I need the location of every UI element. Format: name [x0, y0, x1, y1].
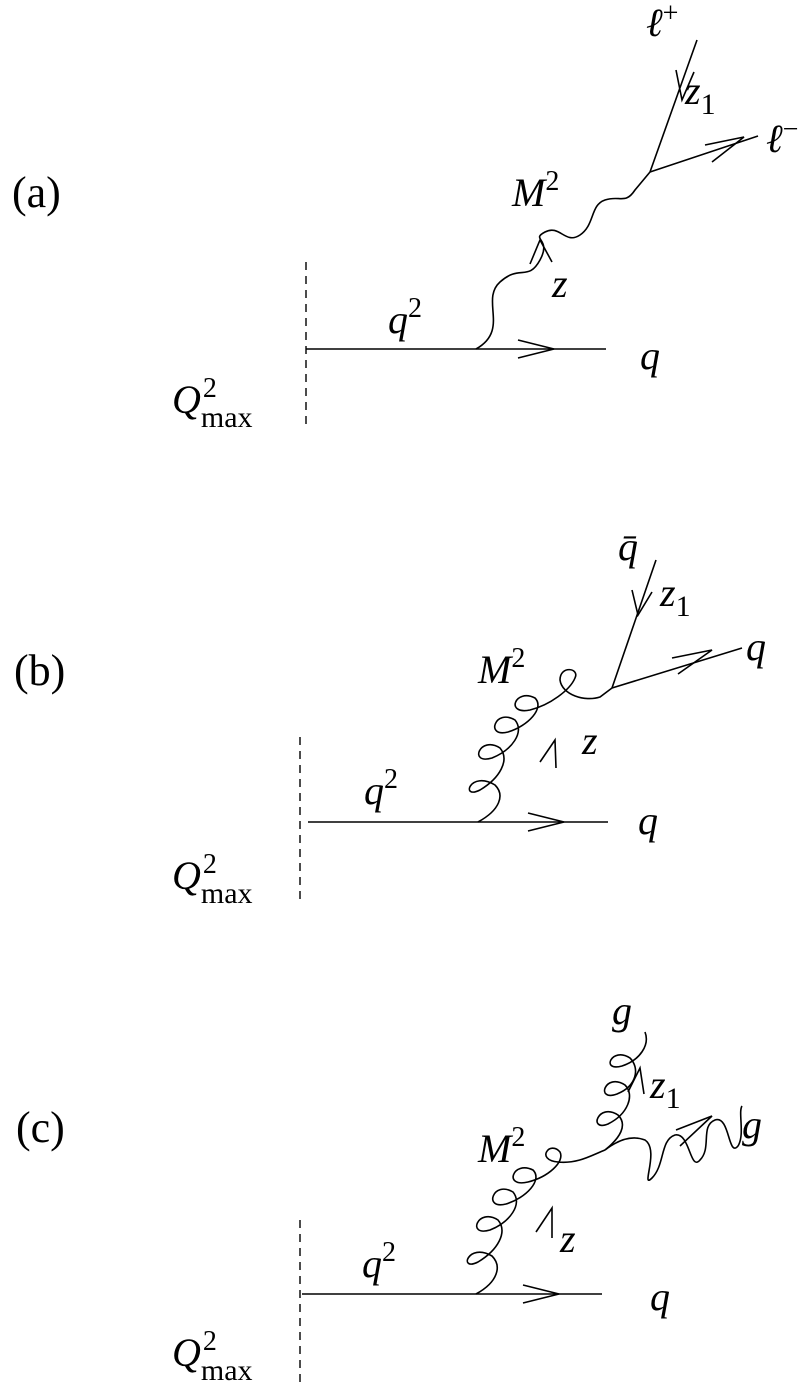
panel-c-gluon2-arrow — [675, 1115, 713, 1147]
panel-c-gluon1-arrow — [627, 1065, 645, 1095]
panel-c-gluon1-line — [596, 1031, 647, 1151]
panel-a-quark-arrow — [517, 339, 555, 359]
panel-c-gluon-arrow — [535, 1205, 553, 1238]
panel-a-q2-label: q2 — [388, 293, 422, 342]
panel-c-gluon2-line — [604, 1105, 743, 1181]
panel-b-quark-arrow — [527, 812, 565, 832]
panel-c-gluon2-label: g — [742, 1102, 762, 1147]
panel-a-M2-label: M2 — [511, 166, 559, 215]
panel-c-M2-label: M2 — [477, 1122, 525, 1171]
panel-c-quark-arrow — [522, 1284, 560, 1304]
panel-c-label: (c) — [16, 1103, 65, 1152]
panel-b-label: (b) — [14, 646, 65, 695]
panel-b-z1-label: z1 — [659, 570, 691, 623]
panel-b-gluon-arrow — [539, 737, 557, 769]
panel-b-antiquark-label: q̄ — [618, 524, 638, 569]
panel-b-q2-label: q2 — [364, 764, 398, 813]
panel-a-photon-arrow — [529, 238, 553, 265]
panel-c-quark-label: q — [650, 1274, 670, 1319]
panel-a-z-label: z — [551, 261, 568, 306]
panel-b-z-label: z — [581, 718, 598, 763]
panel-b-quark2-arrow — [671, 649, 713, 675]
panel-a-lepton-minus-line — [649, 135, 759, 173]
panel-a-lepton-plus-label: ℓ+ — [646, 0, 678, 45]
panel-b-quark2-label: q — [746, 624, 766, 669]
panel-b-antiquark-arrow — [631, 589, 653, 618]
panel-a-photon-line — [475, 171, 651, 350]
panel-c-z1-label: z1 — [649, 1062, 681, 1115]
panel-b-quark-label: q — [638, 798, 658, 843]
panel-a-z1-label: z1 — [684, 68, 716, 121]
panel-c-q2-label: q2 — [362, 1237, 396, 1286]
panel-a-lepton-minus-arrow — [704, 136, 745, 163]
panel-b-gluon-line — [468, 668, 613, 823]
panel-a-lepton-plus-line — [649, 39, 698, 173]
panel-b-M2-label: M2 — [477, 643, 525, 692]
panel-a-lepton-minus-label: ℓ− — [766, 114, 798, 161]
panel-a-label: (a) — [12, 168, 61, 217]
panel-a-lepton-plus-arrow — [675, 69, 695, 103]
panel-b-quark2-line — [611, 647, 743, 689]
panel-c-gluon1-label: g — [612, 988, 632, 1033]
panel-c-gluon-line — [466, 1147, 606, 1295]
panel-b-antiquark-line — [611, 559, 657, 689]
panel-c-z-label: z — [559, 1216, 576, 1261]
panel-a-quark-label: q — [640, 333, 660, 378]
